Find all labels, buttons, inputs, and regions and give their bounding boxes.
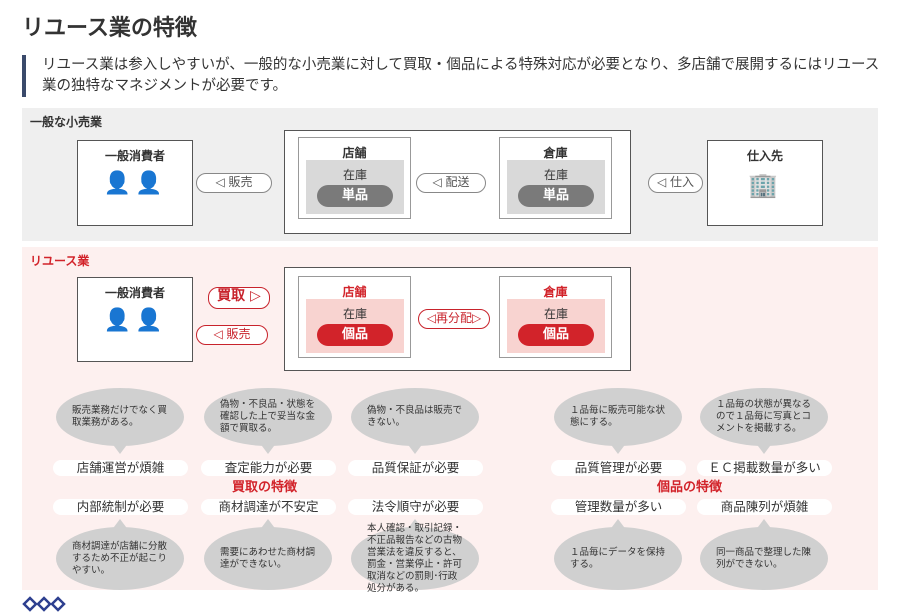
top-speech-bubble: １品毎の状態が異なるので１品毎に写真とコメントを掲載する。 bbox=[700, 388, 828, 446]
store-label: 店舗 bbox=[342, 285, 367, 299]
section-label: リユース業 bbox=[30, 254, 90, 268]
geo-logo bbox=[22, 596, 66, 612]
top-speech-bubble: 偽物・不良品・状態を確認した上で妥当な金額で買取る。 bbox=[204, 388, 332, 446]
stock-box: 在庫 個品 bbox=[507, 299, 605, 353]
stock-label: 在庫 bbox=[543, 168, 568, 182]
feature-pill: ＥＣ掲載数量が多い bbox=[697, 460, 832, 476]
supplier-label: 仕入先 bbox=[746, 149, 783, 163]
item-pill: 単品 bbox=[317, 185, 393, 207]
warehouse-box: 倉庫 在庫 個品 bbox=[499, 276, 612, 358]
feature-pill: 品質保証が必要 bbox=[348, 460, 483, 476]
buy-arrow: 買取 ▷ bbox=[208, 287, 270, 309]
page-title: リユース業の特徴 bbox=[22, 16, 197, 41]
feature-pill: 内部統制が必要 bbox=[53, 499, 188, 515]
purchase-label: 仕入 bbox=[670, 175, 695, 189]
consumer-label: 一般消費者 bbox=[104, 149, 165, 163]
people-icon: 👤👤 bbox=[103, 171, 167, 196]
stock-box: 在庫 単品 bbox=[306, 160, 404, 214]
description: リユース業は参入しやすいが、一般的な小売業に対して買取・個品による特殊対応が必要… bbox=[22, 55, 882, 97]
item-pill: 個品 bbox=[317, 324, 393, 346]
top-speech-bubble: １品毎に販売可能な状態にする。 bbox=[554, 388, 682, 446]
item-pill: 単品 bbox=[518, 185, 594, 207]
top-speech-bubble: 偽物・不良品は販売できない。 bbox=[351, 388, 479, 446]
building-icon: 🏢 bbox=[748, 171, 782, 199]
item-pill: 個品 bbox=[518, 324, 594, 346]
sell-label: 販売 bbox=[228, 175, 253, 189]
consumer-label: 一般消費者 bbox=[104, 286, 165, 300]
stock-box: 在庫 単品 bbox=[507, 160, 605, 214]
supplier-box: 仕入先 🏢 bbox=[707, 140, 823, 226]
bottom-speech-bubble: 本人確認・取引記録・不正品報告などの古物営業法を違反すると、罰金・営業停止・許可… bbox=[351, 523, 479, 594]
stock-label: 在庫 bbox=[342, 307, 367, 321]
redistribute-label: 再分配 bbox=[435, 311, 472, 325]
warehouse-label: 倉庫 bbox=[543, 146, 568, 160]
consumer-box: 一般消費者 👤👤 bbox=[77, 277, 193, 362]
bottom-speech-bubble: １品毎にデータを保持する。 bbox=[554, 527, 682, 590]
stock-label: 在庫 bbox=[543, 307, 568, 321]
section-label: 一般な小売業 bbox=[30, 115, 103, 129]
buy-label: 買取 bbox=[217, 288, 246, 304]
item-features-title: 個品の特徴 bbox=[657, 480, 723, 495]
warehouse-label: 倉庫 bbox=[543, 285, 568, 299]
ship-label: 配送 bbox=[445, 175, 470, 189]
feature-pill: 品質管理が必要 bbox=[551, 460, 686, 476]
sell-label: 販売 bbox=[226, 327, 251, 341]
store-label: 店舗 bbox=[342, 146, 367, 160]
store-box: 店舗 在庫 単品 bbox=[298, 137, 411, 219]
bottom-speech-bubble: 同一商品で整理した陳列ができない。 bbox=[700, 527, 828, 590]
sell-arrow: ◁ 販売 bbox=[196, 325, 268, 345]
purchase-arrow: ◁ 仕入 bbox=[648, 173, 703, 193]
feature-pill: 店舗運営が煩雑 bbox=[53, 460, 188, 476]
people-icon: 👤👤 bbox=[103, 308, 167, 333]
feature-pill: 管理数量が多い bbox=[551, 499, 686, 515]
redistribute-arrow: ◁再分配▷ bbox=[418, 309, 490, 329]
feature-pill: 商材調達が不安定 bbox=[201, 499, 336, 515]
feature-pill: 商品陳列が煩雑 bbox=[697, 499, 832, 515]
stock-label: 在庫 bbox=[342, 168, 367, 182]
bottom-speech-bubble: 商材調達が店舗に分散するため不正が起こりやすい。 bbox=[56, 527, 184, 590]
buy-features-title: 買取の特徴 bbox=[232, 480, 298, 495]
feature-pill: 査定能力が必要 bbox=[201, 460, 336, 476]
stock-box: 在庫 個品 bbox=[306, 299, 404, 353]
warehouse-box: 倉庫 在庫 単品 bbox=[499, 137, 612, 219]
store-box: 店舗 在庫 個品 bbox=[298, 276, 411, 358]
bottom-speech-bubble: 需要にあわせた商材調達ができない。 bbox=[204, 527, 332, 590]
top-speech-bubble: 販売業務だけでなく買取業務がある。 bbox=[56, 388, 184, 446]
sell-arrow: ◁ 販売 bbox=[196, 173, 272, 193]
ship-arrow: ◁ 配送 bbox=[416, 173, 486, 193]
feature-pill: 法令順守が必要 bbox=[348, 499, 483, 515]
consumer-box: 一般消費者 👤👤 bbox=[77, 140, 193, 226]
